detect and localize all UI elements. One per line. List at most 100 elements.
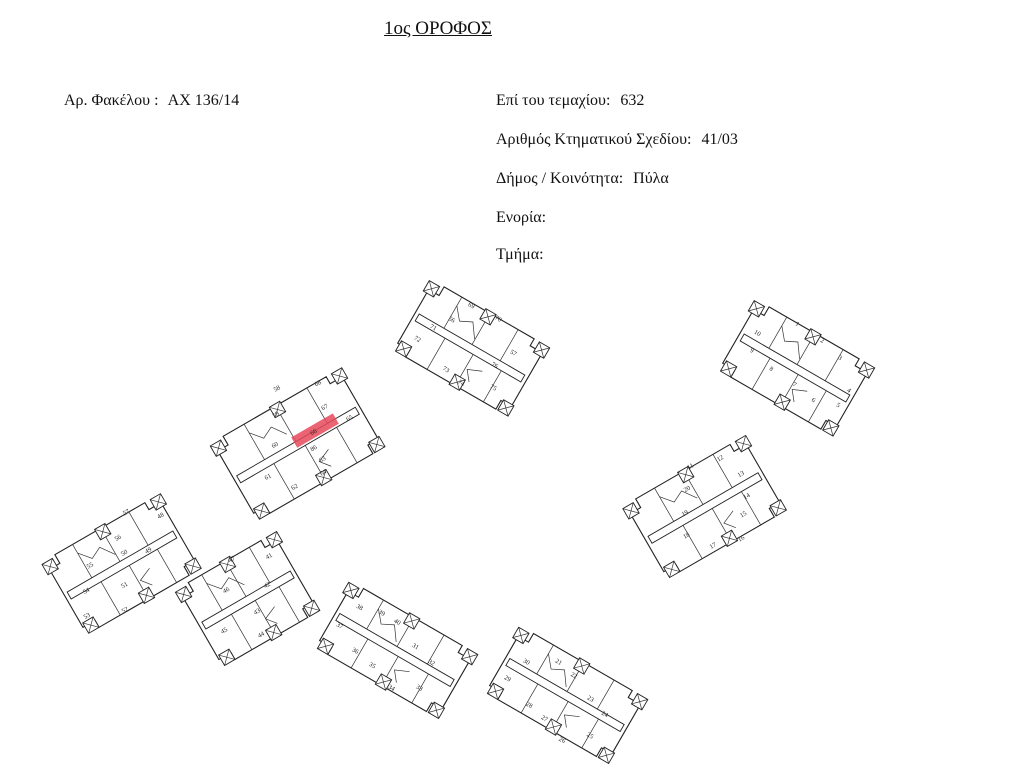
stair-hatch [274, 401, 281, 418]
partition-wall [712, 454, 733, 488]
unit-number: 5 [835, 402, 841, 410]
unit-number: 76 [490, 361, 500, 371]
stair-hatch [669, 561, 675, 578]
stair-hatch [309, 599, 315, 617]
interior-wall [248, 426, 287, 439]
interior-wall [723, 510, 736, 529]
unit-number: 9 [749, 347, 755, 355]
unit-number: 56 [114, 533, 124, 543]
file-number-row: Αρ. Φακέλου : ΑΧ 136/14 [64, 92, 239, 110]
unit-number: 38 [355, 603, 364, 612]
partition-wall [768, 316, 788, 349]
unit-number: 69 [467, 301, 476, 310]
unit-number: 12 [716, 454, 725, 463]
parish-label: Ενορία: [496, 209, 547, 226]
unit-number: 33 [415, 684, 424, 693]
unit-number: 43 [253, 607, 262, 616]
interior-wall [548, 653, 567, 688]
stair-hatch [628, 502, 634, 520]
partition-wall [741, 491, 761, 526]
partition-wall [201, 574, 223, 611]
interior-wall [456, 305, 475, 340]
unit-number: 57 [509, 349, 519, 359]
unit-number: 59 [271, 410, 280, 419]
unit-number: 3 [837, 354, 843, 362]
partition-wall [654, 487, 675, 522]
plot-value: 632 [620, 92, 645, 109]
unit-number: 27 [540, 714, 550, 724]
stair-hatch [479, 314, 497, 320]
unit-number: 7 [791, 381, 798, 389]
stair-hatch [428, 707, 445, 713]
unit-number: 39 [377, 609, 386, 618]
unit-number: 48 [156, 511, 165, 520]
stair-hatch [533, 347, 550, 353]
unit-number: 20 [683, 485, 692, 494]
highlighted-unit[interactable] [291, 413, 339, 448]
stair-hatch [487, 688, 504, 694]
partition-wall [278, 586, 300, 623]
stair-hatch [773, 399, 791, 405]
unit-number: 75 [489, 383, 498, 392]
stair-hatch [573, 663, 591, 669]
plot-row: Επί του τεμαχίου: 632 [496, 92, 644, 110]
stair-hatch [822, 425, 840, 431]
partition-wall [231, 614, 253, 650]
unit-number: 51 [120, 581, 129, 590]
partition-wall [366, 599, 384, 630]
partition-wall [751, 358, 771, 390]
stair-hatch [631, 699, 648, 705]
unit-number: 49 [144, 546, 153, 555]
stair-hatch [88, 616, 94, 634]
unit-number: 42 [263, 581, 272, 590]
unit-number: 52 [121, 606, 130, 615]
unit-number: 86 [309, 443, 319, 453]
stair-hatch [545, 724, 562, 730]
unit-number: 18 [682, 531, 691, 540]
partition-wall [443, 296, 463, 329]
stair-hatch [317, 643, 334, 649]
unit-number: 31 [411, 642, 420, 651]
unit-number: 50 [120, 549, 129, 558]
partition-wall [499, 329, 519, 361]
unit-number: 74 [457, 379, 467, 389]
stair-hatch [47, 558, 53, 575]
file-number-label: Αρ. Φακέλου : [64, 92, 159, 109]
stair-hatch [775, 499, 781, 517]
stair-hatch [598, 752, 615, 758]
interior-wall [781, 325, 800, 360]
stair-hatch [224, 648, 230, 666]
stair-hatch [224, 556, 231, 573]
unit-number: 13 [737, 470, 746, 479]
unit-number: 22 [569, 671, 578, 680]
unit-number: 25 [585, 731, 594, 740]
unit-number: 23 [586, 695, 595, 704]
partition-wall [306, 387, 328, 424]
partition-wall [128, 511, 149, 546]
interior-wall [264, 606, 278, 624]
municipality-value: Πύλα [633, 170, 669, 187]
unit-number: 66 [309, 427, 319, 437]
stair-hatch [448, 379, 466, 385]
stair-hatch [512, 632, 530, 638]
unit-number: 65 [345, 414, 354, 423]
stair-hatch [155, 493, 161, 511]
interior-wall [659, 490, 698, 503]
unit-number: 70 [494, 315, 503, 324]
stair-hatch [321, 469, 327, 486]
section-row: Τμήμα: [496, 246, 550, 264]
stair-hatch [375, 679, 392, 685]
interior-wall [77, 546, 116, 559]
unit-number: 2 [819, 337, 825, 345]
partition-wall [536, 644, 554, 675]
partition-wall [581, 718, 599, 749]
corridor [201, 570, 295, 630]
partition-wall [350, 638, 369, 669]
municipality-row: Δήμος / Κοινότητα: Πύλα [496, 170, 669, 188]
parish-row: Ενορία: [496, 209, 552, 227]
